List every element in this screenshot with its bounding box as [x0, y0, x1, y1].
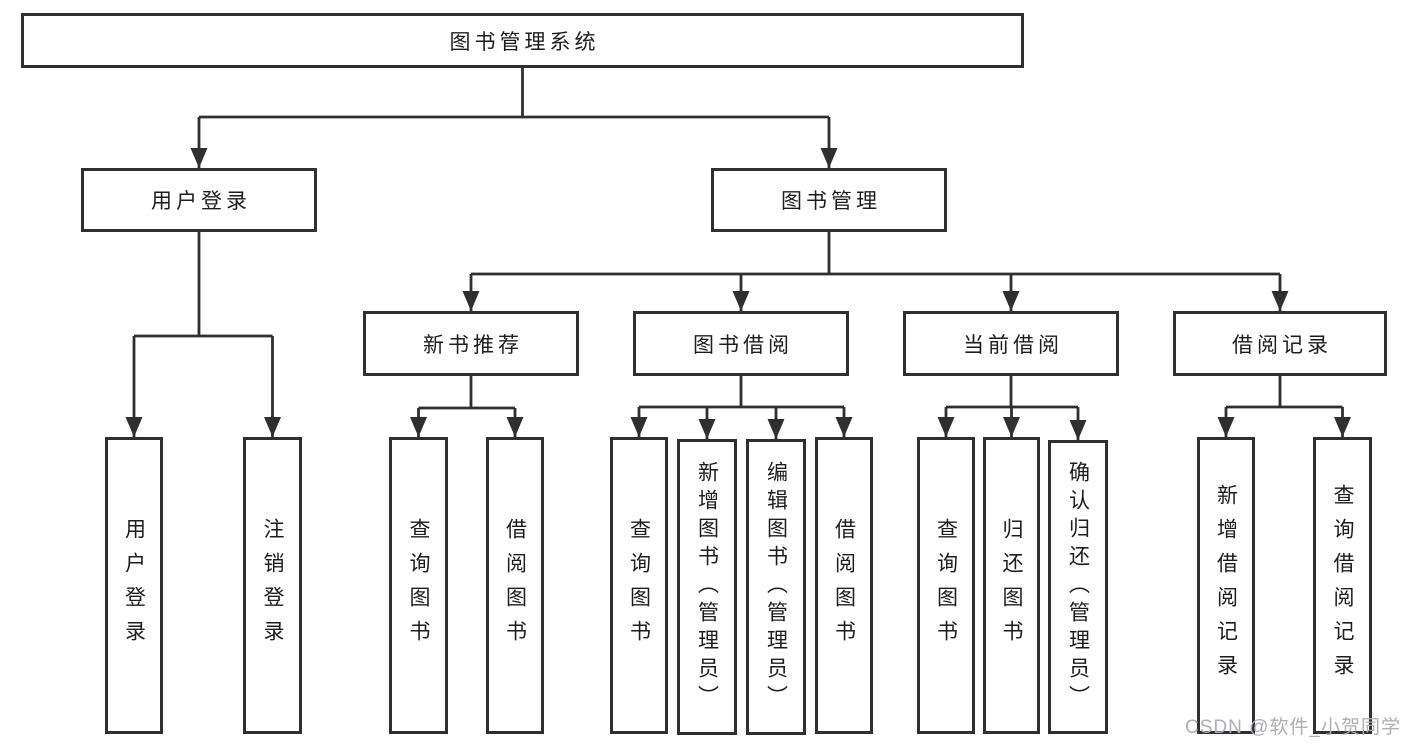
node-label: 当前借阅 [963, 333, 1063, 357]
node-label: 图书管理系统 [449, 30, 600, 54]
node-nbr-borrow-books: 借阅图书 [486, 437, 544, 734]
node-label: 用户登录 [151, 190, 251, 213]
node-nbr-query-books: 查询图书 [389, 437, 448, 734]
node-label: 查询图书 [407, 517, 430, 654]
node-library-management-system: 图书管理系统 [21, 13, 1024, 68]
node-br-query-record: 查询借阅记录 [1313, 437, 1372, 734]
node-label: 查询借阅记录 [1331, 483, 1354, 688]
node-user-login: 用户登录 [105, 437, 163, 734]
node-label: 借阅图书 [503, 517, 527, 654]
node-label: 新增借阅记录 [1214, 483, 1238, 688]
node-logout-login: 注销登录 [243, 437, 302, 734]
node-label: 查询图书 [627, 517, 651, 654]
node-cb-confirm-return-admin: 确认归还（管理员） [1048, 440, 1108, 734]
node-label: 图书管理 [781, 190, 881, 213]
node-label: 编辑图书（管理员） [764, 461, 788, 713]
node-cb-return-books: 归还图书 [983, 437, 1040, 734]
node-bb-borrow-books: 借阅图书 [815, 437, 873, 734]
node-label: 新书推荐 [423, 333, 523, 357]
node-user-login-group: 用户登录 [81, 168, 317, 232]
node-label: 借阅图书 [832, 517, 856, 654]
node-label: 图书借阅 [693, 333, 793, 357]
node-br-add-record: 新增借阅记录 [1197, 437, 1255, 734]
node-borrow-records: 借阅记录 [1173, 311, 1387, 376]
node-label: 注销登录 [261, 517, 284, 654]
node-book-borrow: 图书借阅 [633, 311, 849, 376]
node-cb-query-books: 查询图书 [917, 437, 975, 734]
node-bb-query-books: 查询图书 [610, 437, 668, 734]
node-book-management: 图书管理 [711, 168, 947, 232]
node-bb-add-books-admin: 新增图书（管理员） [677, 439, 737, 735]
node-new-book-recommend: 新书推荐 [363, 311, 579, 376]
node-label: 用户登录 [122, 517, 146, 654]
node-label: 查询图书 [934, 517, 958, 654]
node-label: 确认归还（管理员） [1066, 461, 1090, 713]
csdn-watermark: CSDN @软件_小贺同学 [1185, 717, 1401, 738]
node-label: 新增图书（管理员） [695, 461, 719, 713]
node-label: 借阅记录 [1232, 333, 1332, 357]
node-bb-edit-books-admin: 编辑图书（管理员） [746, 439, 806, 735]
node-current-borrow: 当前借阅 [903, 311, 1119, 376]
node-label: 归还图书 [1000, 517, 1023, 654]
